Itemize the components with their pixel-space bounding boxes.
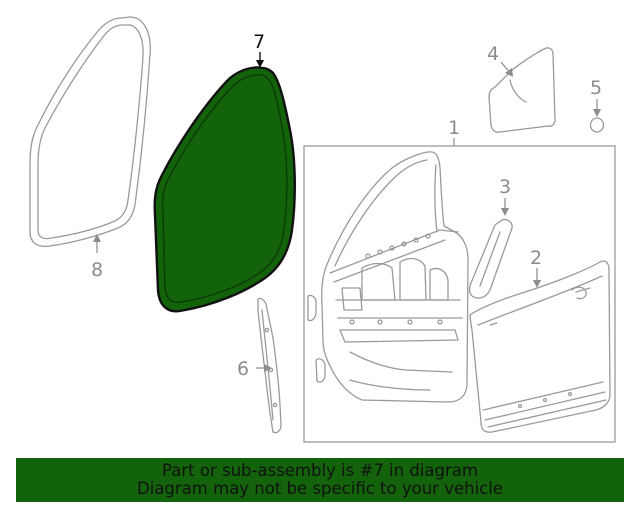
callout-2[interactable]: 2	[530, 247, 542, 269]
part-1-box	[303, 145, 616, 443]
banner-background	[16, 458, 624, 502]
arrow-8	[93, 234, 101, 242]
callout-1[interactable]: 1	[448, 117, 460, 139]
part-7-door-seal[interactable]	[153, 66, 296, 313]
part-6-trim-bracket[interactable]	[257, 297, 282, 434]
callout-6[interactable]: 6	[237, 358, 249, 380]
part-8-weatherstrip[interactable]	[29, 16, 151, 248]
callout-7[interactable]: 7	[253, 31, 265, 53]
info-banner: Part or sub-assembly is #7 in diagram Di…	[16, 458, 624, 502]
callout-8[interactable]: 8	[91, 259, 103, 281]
part-3-pillar-trim[interactable]	[468, 218, 513, 299]
part-1-door-shell-group[interactable]	[303, 145, 616, 443]
callout-3[interactable]: 3	[499, 176, 511, 198]
arrow-6	[264, 364, 272, 372]
arrow-4	[505, 68, 513, 77]
callout-5[interactable]: 5	[590, 77, 602, 99]
part-5-plug[interactable]	[589, 117, 605, 133]
banner-line-2: Diagram may not be specific to your vehi…	[137, 479, 503, 498]
part-2-outer-panel[interactable]	[469, 260, 611, 433]
arrow-3	[501, 208, 509, 216]
part-4-insulator[interactable]	[488, 47, 556, 133]
arrow-2	[533, 280, 541, 288]
callout-4[interactable]: 4	[487, 43, 499, 65]
banner-line-1: Part or sub-assembly is #7 in diagram	[162, 461, 478, 480]
arrow-7	[256, 60, 264, 68]
arrow-5	[593, 109, 601, 117]
